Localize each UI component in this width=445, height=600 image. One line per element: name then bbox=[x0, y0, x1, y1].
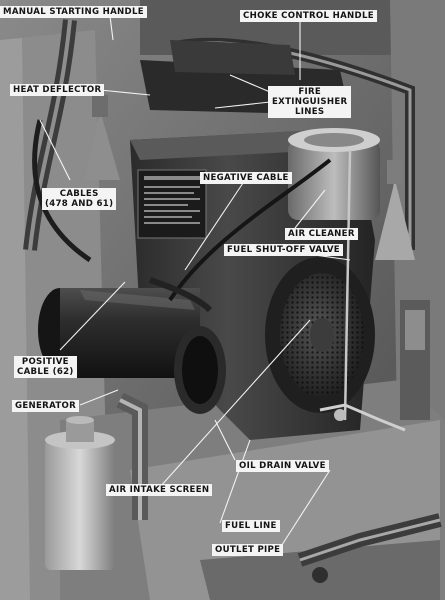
label-positive-cable-line1: POSITIVE bbox=[21, 357, 69, 367]
label-negative-cable: NEGATIVE CABLE bbox=[200, 172, 292, 184]
label-fuel-shutoff-valve: FUEL SHUT-OFF VALVE bbox=[224, 244, 343, 256]
label-heat-deflector: HEAT DEFLECTOR bbox=[10, 84, 105, 96]
label-choke-control-handle: CHOKE CONTROL HANDLE bbox=[240, 10, 377, 22]
label-cables: CABLES (478 AND 61) bbox=[42, 188, 117, 210]
label-fire-extinguisher-lines-line3: LINES bbox=[295, 107, 325, 117]
label-cables-line1: CABLES bbox=[59, 189, 99, 199]
label-fire-extinguisher-lines: FIRE EXTINGUISHER LINES bbox=[268, 86, 352, 118]
label-manual-starting-handle: MANUAL STARTING HANDLE bbox=[0, 6, 147, 18]
label-air-intake-screen: AIR INTAKE SCREEN bbox=[106, 484, 213, 496]
label-outlet-pipe: OUTLET PIPE bbox=[212, 544, 284, 556]
label-oil-drain-valve: OIL DRAIN VALVE bbox=[236, 460, 329, 472]
label-fire-extinguisher-lines-line1: FIRE bbox=[298, 87, 322, 97]
label-fire-extinguisher-lines-line2: EXTINGUISHER bbox=[272, 97, 348, 107]
label-positive-cable-line2: CABLE (62) bbox=[17, 367, 74, 377]
label-generator: GENERATOR bbox=[12, 400, 80, 412]
label-cables-line2: (478 AND 61) bbox=[45, 199, 114, 209]
label-positive-cable: POSITIVE CABLE (62) bbox=[14, 356, 77, 378]
label-air-cleaner: AIR CLEANER bbox=[285, 228, 358, 240]
label-fuel-line: FUEL LINE bbox=[222, 520, 280, 532]
